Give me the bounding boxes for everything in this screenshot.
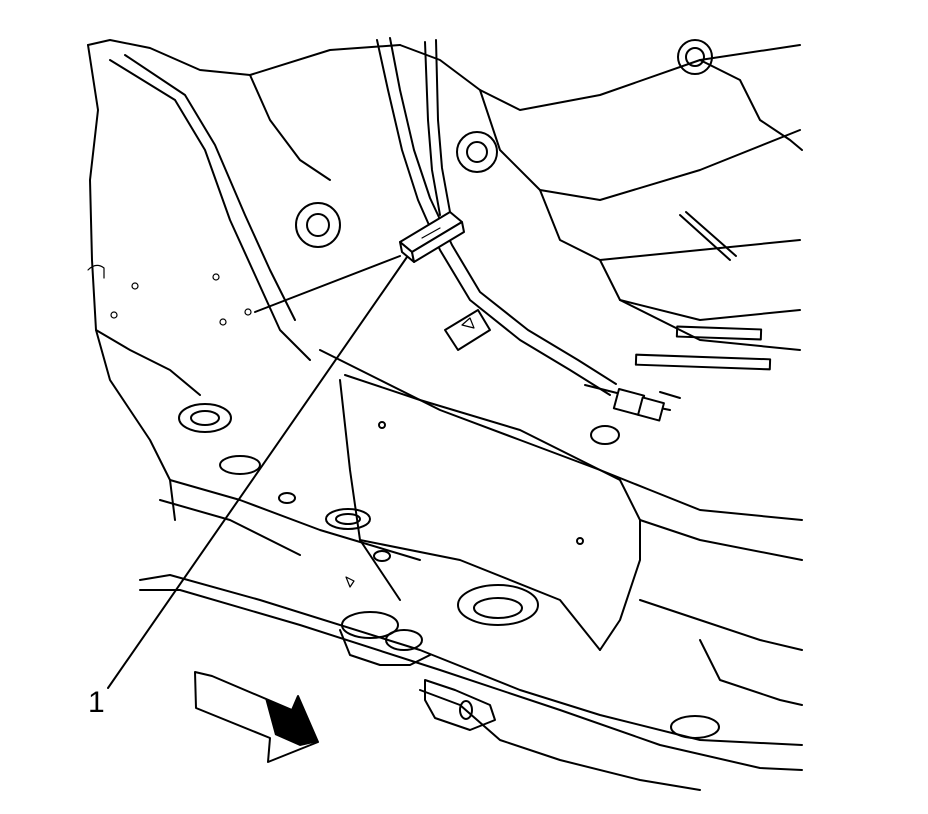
rocker-sill xyxy=(139,403,803,791)
callout-number: 1 xyxy=(88,686,105,719)
clip xyxy=(399,211,465,263)
floor-pan xyxy=(87,39,803,521)
leader-line xyxy=(107,256,408,689)
center-tunnel xyxy=(319,349,803,651)
warning-label xyxy=(444,309,491,351)
callout-1: 1 xyxy=(88,256,408,719)
hanger-rod xyxy=(254,255,401,313)
body-holes xyxy=(87,264,355,588)
front-arrow-icon xyxy=(194,671,319,763)
pipe-assembly xyxy=(376,37,681,422)
